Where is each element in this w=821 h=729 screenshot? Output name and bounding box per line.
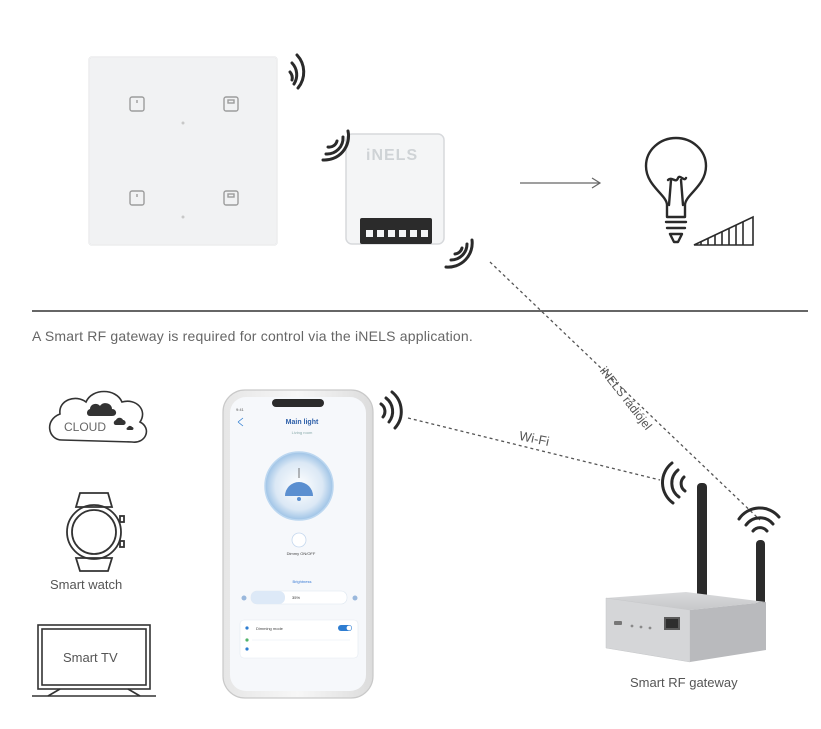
radio-wave-icon-gateway-rf (737, 506, 781, 533)
module-brand-logo: iNELS (366, 147, 419, 164)
smart-watch-label: Smart watch (50, 577, 123, 592)
wifi-link (407, 417, 661, 481)
phone-dimming-mode[interactable]: Dimming mode (256, 626, 283, 631)
phone-brightness-value[interactable]: 35% (292, 595, 301, 600)
cloud-icon (48, 390, 148, 443)
phone-status-time: 9:41 (236, 407, 244, 412)
switch-button-icons (129, 96, 239, 206)
gateway-label: Smart RF gateway (630, 675, 738, 690)
gateway-requirement-note: A Smart RF gateway is required for contr… (32, 328, 473, 344)
radio-wave-icon-switch (288, 53, 306, 90)
inels-actuator-module (345, 133, 445, 245)
phone-brightness-label: Brightness (292, 579, 312, 584)
wall-switch-panel (88, 56, 278, 246)
light-bulb-icon (644, 136, 708, 244)
radio-wave-icon-phone (379, 390, 403, 430)
smart-tv-icon (32, 624, 156, 697)
phone-screen-title: Main light (285, 419, 319, 426)
control-arrow (520, 177, 602, 189)
radio-wave-icon-gateway-wifi (660, 461, 687, 505)
phone-screen-subtitle: Living room (291, 430, 313, 435)
phone-light-state: Dimmy ON/OFF (286, 551, 316, 556)
dimming-level-icon (693, 215, 754, 246)
smart-watch-icon (66, 492, 125, 572)
smartphone (222, 389, 374, 699)
rf-signal-link (489, 261, 761, 521)
smart-rf-gateway-device (605, 483, 766, 663)
radio-wave-icon-module-left (321, 129, 351, 162)
radio-wave-icon-module-right (444, 238, 474, 269)
smart-tv-label: Smart TV (63, 650, 118, 665)
cloud-label: CLOUD (64, 420, 107, 434)
